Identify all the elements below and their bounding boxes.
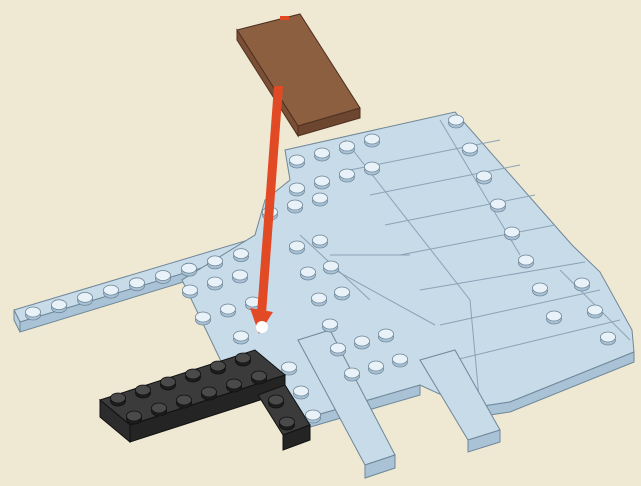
stud	[111, 393, 126, 406]
stud	[252, 371, 267, 384]
stud	[313, 235, 328, 248]
stud	[156, 271, 171, 284]
stud	[208, 277, 223, 290]
stud	[312, 293, 327, 306]
stud	[294, 386, 309, 399]
black-plate-2x6	[100, 350, 285, 442]
stud	[234, 331, 249, 344]
stud	[355, 336, 370, 349]
stud	[449, 115, 464, 128]
stud	[280, 417, 295, 430]
stud	[183, 285, 198, 298]
stud	[463, 143, 478, 156]
stud	[323, 319, 338, 332]
stud	[588, 305, 603, 318]
stud	[315, 148, 330, 161]
stud	[177, 395, 192, 408]
stud	[152, 403, 167, 416]
stud	[288, 200, 303, 213]
stud	[234, 249, 249, 262]
stud	[505, 227, 520, 240]
stud	[78, 292, 93, 305]
stud	[315, 176, 330, 189]
stud	[52, 300, 67, 313]
stud	[331, 343, 346, 356]
stud	[269, 395, 284, 408]
stud	[365, 162, 380, 175]
stud	[211, 361, 226, 374]
stud-marker	[256, 321, 268, 333]
stud	[182, 263, 197, 276]
stud	[196, 312, 211, 325]
stud	[575, 278, 590, 291]
stud	[227, 379, 242, 392]
stud	[547, 311, 562, 324]
stud	[290, 183, 305, 196]
stud	[393, 354, 408, 367]
stud	[202, 387, 217, 400]
stud	[491, 199, 506, 212]
stud	[324, 261, 339, 274]
stud	[282, 362, 297, 375]
stud	[533, 283, 548, 296]
stud	[161, 377, 176, 390]
stud	[313, 193, 328, 206]
stud	[104, 285, 119, 298]
stud	[365, 134, 380, 147]
stud	[208, 256, 223, 269]
stud	[233, 270, 248, 283]
stud	[345, 368, 360, 381]
stud	[290, 155, 305, 168]
stud	[301, 267, 316, 280]
stud	[236, 353, 251, 366]
stud	[477, 171, 492, 184]
stud	[127, 411, 142, 424]
stud	[519, 255, 534, 268]
brown-tile-2x4	[237, 14, 360, 136]
tile-marker	[280, 16, 289, 20]
stud	[379, 329, 394, 342]
stud	[601, 332, 616, 345]
stud	[26, 307, 41, 320]
stud	[340, 141, 355, 154]
stud	[130, 278, 145, 291]
stud	[290, 241, 305, 254]
stud	[335, 287, 350, 300]
stud	[136, 385, 151, 398]
stud	[369, 361, 384, 374]
stud	[340, 169, 355, 182]
stud	[186, 369, 201, 382]
stud	[221, 304, 236, 317]
